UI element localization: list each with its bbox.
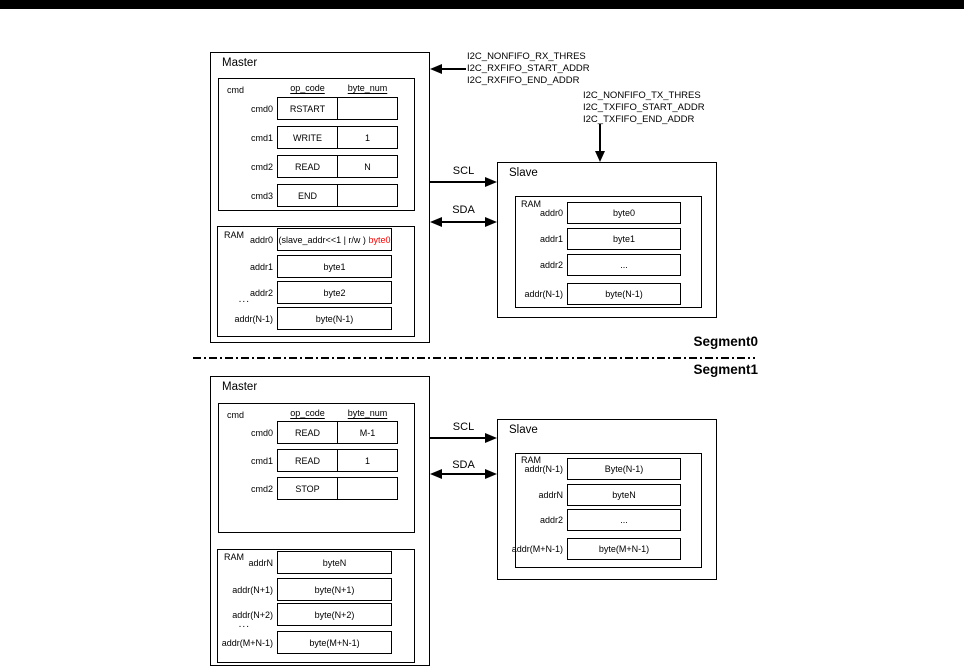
tx-config-arrow-line	[599, 124, 601, 152]
tx-config-label: I2C_TXFIFO_START_ADDR	[583, 102, 705, 113]
scl-arrow-line	[430, 437, 486, 439]
segment1-opcode-header: op_code	[290, 408, 325, 418]
ram-cell-text-red: byte0	[368, 234, 391, 245]
ram-cell: byte(M+N-1)	[567, 538, 681, 560]
opcode-cell: STOP	[277, 477, 338, 500]
ram-row-label: addr2	[249, 287, 273, 298]
segment1-label: Segment1	[693, 362, 758, 377]
bytenum-cell	[337, 477, 398, 500]
ram-row-label: addr(M+N-1)	[511, 544, 563, 554]
arrowhead-left-icon	[430, 217, 442, 227]
segment0-cmd-corner-label: cmd	[227, 85, 245, 95]
ram-cell: byte1	[567, 228, 681, 250]
scl-label: SCL	[452, 165, 475, 177]
sda-label: SDA	[452, 459, 475, 471]
tx-config-label: I2C_NONFIFO_TX_THRES	[583, 90, 701, 101]
ram-cell-text: (slave_addr<<1 | r/w )	[278, 234, 366, 245]
arrowhead-right-icon	[485, 177, 497, 187]
sda-label: SDA	[452, 204, 475, 216]
opcode-cell: READ	[277, 155, 338, 178]
rx-config-arrow-line	[441, 68, 466, 70]
cmd-row-label: cmd0	[250, 103, 273, 114]
ram-cell: ...	[567, 509, 681, 531]
ram-row-label: addr0	[249, 234, 273, 245]
ram-cell: byte(N-1)	[567, 283, 681, 305]
segment1-slave-ram-title: RAM	[521, 455, 541, 465]
segment0-slave-title: Slave	[509, 167, 538, 179]
ram-row-label: addr(N+1)	[232, 584, 273, 595]
bytenum-cell: 1	[337, 449, 398, 472]
cmd-row-label: cmd0	[250, 427, 273, 438]
ram-row-label: addrN	[538, 490, 563, 500]
ram-cell: (slave_addr<<1 | r/w ) byte0	[277, 228, 392, 251]
arrowhead-right-icon	[485, 469, 497, 479]
ram-row-label: addr(N-1)	[524, 464, 563, 474]
ram-cell: byte(N+2)	[277, 603, 392, 626]
bytenum-cell: M-1	[337, 421, 398, 444]
scl-label: SCL	[452, 421, 475, 433]
ram-cell: byte(N+1)	[277, 578, 392, 601]
ram-row-label: addr2	[539, 515, 563, 525]
bytenum-cell: N	[337, 155, 398, 178]
tx-config-label: I2C_TXFIFO_END_ADDR	[583, 114, 695, 125]
ram-row-label: addr(N-1)	[234, 313, 273, 324]
ram-cell: byte1	[277, 255, 392, 278]
segment0-label: Segment0	[693, 334, 758, 349]
rx-config-label: I2C_NONFIFO_RX_THRES	[467, 51, 586, 62]
bytenum-cell	[337, 97, 398, 120]
sda-arrow-line	[442, 473, 486, 475]
ram-cell: ...	[567, 254, 681, 276]
segment1-bytenum-header: byte_num	[347, 408, 388, 418]
scl-arrow-line	[430, 181, 486, 183]
segment0-master-ram-title: RAM	[224, 230, 244, 240]
ram-row-label: addr0	[539, 208, 563, 218]
segment0-bytenum-header: byte_num	[347, 83, 388, 93]
opcode-cell: RSTART	[277, 97, 338, 120]
segment0-slave-ram-title: RAM	[521, 199, 541, 209]
ram-row-label: addr2	[539, 260, 563, 270]
arrowhead-down-icon	[595, 151, 605, 162]
top-border-bar	[0, 0, 964, 9]
bytenum-cell	[337, 184, 398, 207]
arrowhead-right-icon	[485, 217, 497, 227]
bytenum-cell: 1	[337, 126, 398, 149]
arrowhead-right-icon	[485, 433, 497, 443]
ram-ellipsis: ...	[238, 294, 250, 305]
rx-config-label: I2C_RXFIFO_END_ADDR	[467, 75, 580, 86]
cmd-row-label: cmd2	[250, 483, 273, 494]
ram-cell: byte(M+N-1)	[277, 631, 392, 654]
ram-cell: byteN	[567, 484, 681, 506]
segment1-master-title: Master	[222, 381, 258, 393]
segment1-cmd-corner-label: cmd	[227, 410, 245, 420]
opcode-cell: READ	[277, 421, 338, 444]
opcode-cell: END	[277, 184, 338, 207]
cmd-row-label: cmd2	[250, 161, 273, 172]
arrowhead-left-icon	[430, 64, 442, 74]
ram-cell: byteN	[277, 551, 392, 574]
arrowhead-left-icon	[430, 469, 442, 479]
segment1-master-ram-title: RAM	[224, 552, 244, 562]
sda-arrow-line	[442, 221, 486, 223]
segment-divider-line	[193, 357, 755, 359]
ram-row-label: addr(N-1)	[524, 289, 563, 299]
ram-cell: byte2	[277, 281, 392, 304]
ram-row-label: addrN	[248, 557, 273, 568]
segment0-opcode-header: op_code	[290, 83, 325, 93]
ram-row-label: addr(M+N-1)	[221, 637, 273, 648]
cmd-row-label: cmd3	[250, 190, 273, 201]
ram-cell: byte0	[567, 202, 681, 224]
segment1-slave-title: Slave	[509, 424, 538, 436]
opcode-cell: WRITE	[277, 126, 338, 149]
ram-row-label: addr(N+2)	[232, 609, 273, 620]
opcode-cell: READ	[277, 449, 338, 472]
ram-cell: byte(N-1)	[277, 307, 392, 330]
ram-row-label: addr1	[539, 234, 563, 244]
cmd-row-label: cmd1	[250, 132, 273, 143]
segment0-master-title: Master	[222, 57, 258, 69]
rx-config-label: I2C_RXFIFO_START_ADDR	[467, 63, 590, 74]
cmd-row-label: cmd1	[250, 455, 273, 466]
ram-cell: Byte(N-1)	[567, 458, 681, 480]
ram-ellipsis: ...	[238, 619, 250, 630]
ram-row-label: addr1	[249, 261, 273, 272]
